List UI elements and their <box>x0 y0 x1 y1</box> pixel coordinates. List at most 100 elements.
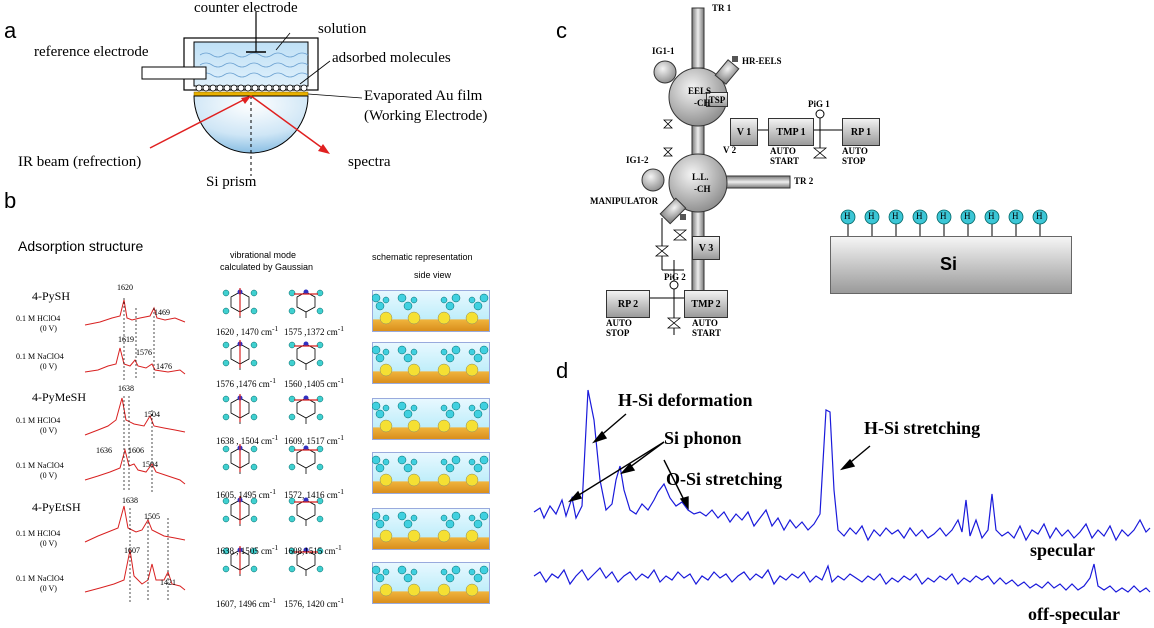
au-film-label: Evaporated Au film <box>364 88 483 104</box>
schematic-side-view <box>372 342 490 384</box>
si-substrate <box>830 236 1072 294</box>
peak-label: 1638 <box>118 384 134 393</box>
schematic-heading: schematic representation <box>372 252 473 262</box>
pig2-label: PiG 2 <box>664 272 686 282</box>
peak-label: 1576 <box>136 348 152 357</box>
peak-label: 1619 <box>118 335 134 344</box>
condition-label: 0.1 M NaClO4 <box>16 461 64 470</box>
h-atom-label: H <box>1036 211 1043 221</box>
schematic-side-view <box>372 562 490 604</box>
peak-label: 1505 <box>144 512 160 521</box>
tmp2-box: TMP 2 <box>684 290 728 318</box>
si-label: Si <box>940 254 958 274</box>
auto-start-1: AUTO <box>770 146 796 156</box>
schematic-molecules <box>372 293 489 597</box>
cell-diagram <box>141 12 363 176</box>
schematic-side-view <box>372 508 490 550</box>
mode-label: 1576, 1420 cm-1 <box>284 596 344 609</box>
v2-label: V 2 <box>723 145 737 155</box>
ll-ch-label-2: -CH <box>694 184 711 194</box>
condition-label: (0 V) <box>40 584 57 593</box>
molecule-name: 4-PyMeSH <box>32 390 87 404</box>
spectra-label: spectra <box>348 154 391 170</box>
schematic-side-view <box>372 290 490 332</box>
h-si-deformation-label: H-Si deformation <box>618 390 753 410</box>
condition-label: (0 V) <box>40 426 57 435</box>
ir-beam-label: IR beam (refrection) <box>18 154 142 170</box>
schematic-side-view <box>372 452 490 494</box>
condition-label: (0 V) <box>40 362 57 371</box>
auto-start-tmp2-2: START <box>692 328 722 338</box>
hr-eels-label: HR-EELS <box>742 56 782 66</box>
condition-label: (0 V) <box>40 539 57 548</box>
peak-label: 1504 <box>142 460 158 469</box>
condition-label: (0 V) <box>40 471 57 480</box>
hreels-spectra <box>533 389 1151 593</box>
solution-label: solution <box>318 21 367 37</box>
schematic-side-view <box>372 398 490 440</box>
mode-label: 1638 , 1505 cm-1 <box>216 543 279 556</box>
working-electrode-label: (Working Electrode) <box>364 108 488 124</box>
adsorption-structure-heading: Adsorption structure <box>18 238 144 254</box>
condition-label: 0.1 M HClO4 <box>16 416 61 425</box>
condition-label: (0 V) <box>40 324 57 333</box>
auto-stop-2: STOP <box>842 156 866 166</box>
reference-electrode-label: reference electrode <box>34 44 149 60</box>
specular-label: specular <box>1030 540 1095 560</box>
mode-label: 1638 , 1504 cm-1 <box>216 433 279 446</box>
h-atom-label: H <box>892 211 899 221</box>
ig1-2-label: IG1-2 <box>626 155 649 165</box>
side-view-heading: side view <box>414 270 452 280</box>
panel-label-a: a <box>4 18 17 43</box>
h-atom-label: H <box>988 211 995 221</box>
mode-label: 1607, 1496 cm-1 <box>216 596 276 609</box>
condition-label: 0.1 M NaClO4 <box>16 574 64 583</box>
si-prism-label: Si prism <box>206 174 257 190</box>
peak-label: 1469 <box>154 308 170 317</box>
peak-label: 1476 <box>156 362 172 371</box>
ig1-1-label: IG1-1 <box>652 46 675 56</box>
molecule-name: 4-PyEtSH <box>32 500 81 514</box>
condition-label: 0.1 M HClO4 <box>16 314 61 323</box>
tr2-label: TR 2 <box>794 176 814 186</box>
vib-mode-heading-2: calculated by Gaussian <box>220 262 314 272</box>
counter-electrode-label: counter electrode <box>194 0 298 16</box>
vacuum-system-schematic <box>641 7 842 335</box>
adsorbed-molecules-label: adsorbed molecules <box>332 50 451 66</box>
auto-start-2: START <box>770 156 800 166</box>
off-specular-label: off-specular <box>1028 604 1120 624</box>
panel-label-b: b <box>4 188 17 213</box>
molecule-name: 4-PySH <box>32 289 71 303</box>
rp1-box: RP 1 <box>842 118 880 146</box>
h-atom-label: H <box>940 211 947 221</box>
mode-label: 1605, 1495 cm-1 <box>216 487 276 500</box>
vib-mode-heading-1: vibrational mode <box>230 250 297 260</box>
h-terminations <box>840 209 1048 236</box>
si-phonon-label: Si phonon <box>664 428 742 448</box>
pig1-label: PiG 1 <box>808 99 830 109</box>
ll-ch-label-1: L.L. <box>692 172 709 182</box>
mode-label: 1576 ,1476 cm-1 <box>216 376 276 389</box>
tmp1-box: TMP 1 <box>768 118 814 146</box>
peak-label: 1606 <box>128 446 144 455</box>
peak-label: 1504 <box>144 410 160 419</box>
h-atom-label: H <box>964 211 971 221</box>
eels-ch-label-1: EELS <box>688 86 712 96</box>
tr1-label: TR 1 <box>712 3 732 13</box>
mode-label: 1560 ,1405 cm-1 <box>284 376 344 389</box>
mode-label: 1572, 1416 cm-1 <box>284 487 344 500</box>
eels-ch-label-2: -CH <box>694 98 711 108</box>
peak-label: 1620 <box>117 283 133 292</box>
h-atom-label: H <box>916 211 923 221</box>
auto-stop-rp2-1: AUTO <box>606 318 632 328</box>
auto-start-tmp2-1: AUTO <box>692 318 718 328</box>
o-si-stretching-label: O-Si stretching <box>666 469 783 489</box>
mode-label: 1620 , 1470 cm-1 <box>216 324 279 337</box>
peak-label: 1421 <box>160 578 176 587</box>
h-atom-label: H <box>1012 211 1019 221</box>
manipulator-label: MANIPULATOR <box>590 196 659 206</box>
mode-label: 1609, 1517 cm-1 <box>284 433 344 446</box>
mode-label: 1608,1515 cm-1 <box>284 543 342 556</box>
condition-label: 0.1 M NaClO4 <box>16 352 64 361</box>
peak-label: 1638 <box>122 496 138 505</box>
